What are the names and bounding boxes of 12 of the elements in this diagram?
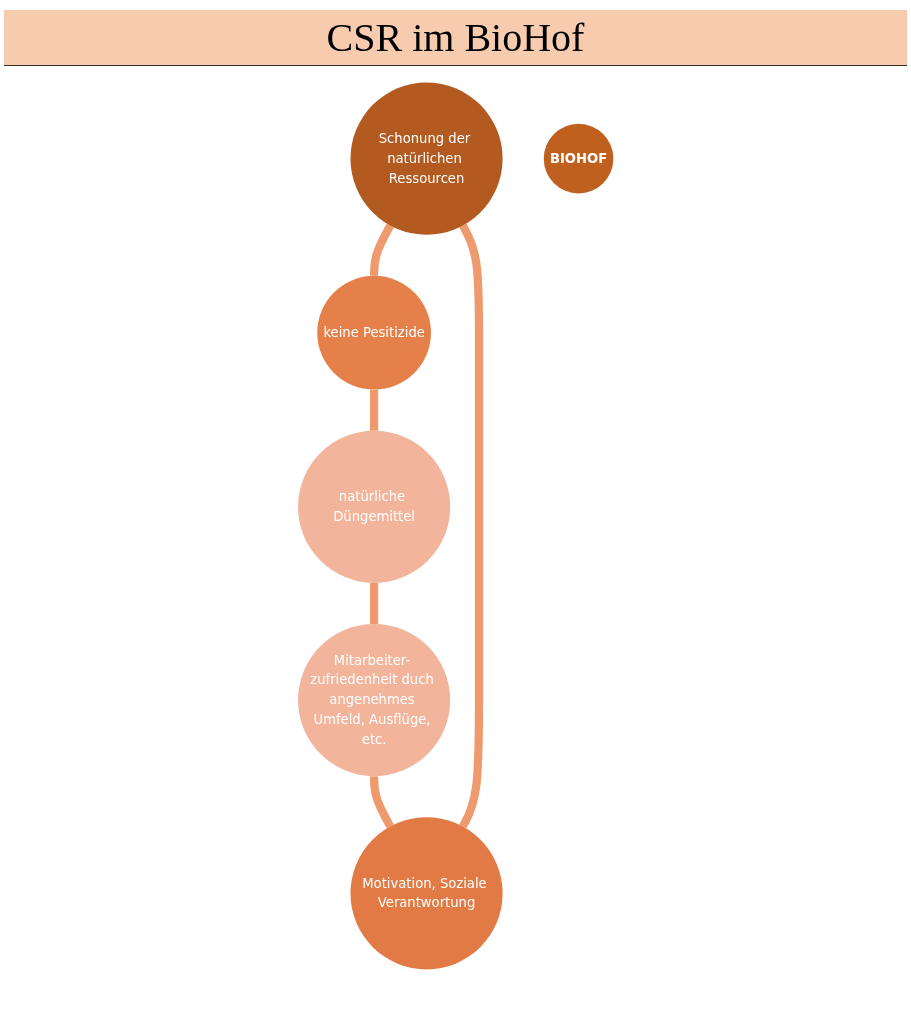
connector <box>369 388 378 432</box>
connector <box>369 223 394 277</box>
connector <box>369 582 378 625</box>
node-circle: keine Pesitizide <box>317 275 431 390</box>
node-circle: Motivation, Soziale Verantwortung <box>350 817 503 970</box>
node-circle: natürliche Düngemittel <box>297 430 450 583</box>
node-circle: Schonung der natürlichen Ressourcen <box>350 82 503 235</box>
title: CSR im BioHof <box>4 10 907 66</box>
node-circle: Mitarbeiter- zufriedenheit duch angenehmes Umfeld, Ausflüge, etc. <box>297 624 450 777</box>
node-circle: BIOHOF <box>543 123 614 194</box>
connector <box>369 775 394 829</box>
connector <box>459 223 483 829</box>
